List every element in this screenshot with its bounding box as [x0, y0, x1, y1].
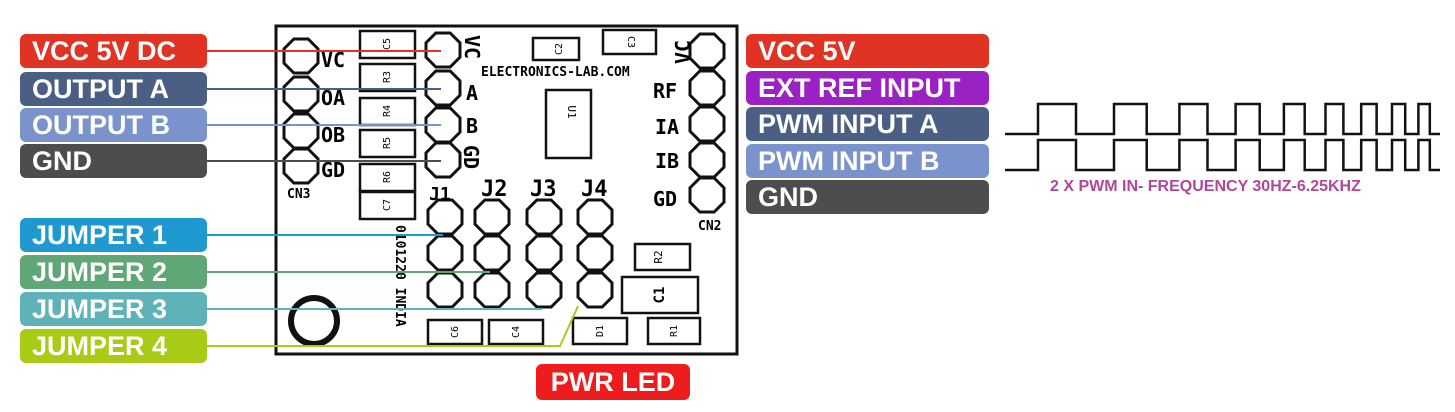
label-vcc-5v-dc: VCC 5V DC [20, 34, 207, 68]
label-gnd-left: GND [20, 144, 207, 178]
part-label: R4 [382, 105, 393, 117]
cn3-pin [282, 75, 320, 113]
pwm-caption: 2 X PWM IN- FREQUENCY 30HZ-6.25KHZ [1050, 178, 1361, 195]
cn2-pin-label: VC [671, 40, 695, 64]
jumper-pin [576, 271, 614, 309]
cn2-pin-label: IA [655, 115, 679, 139]
cn2-header [688, 32, 726, 214]
part-c6 [426, 318, 484, 346]
jumper-pin [473, 271, 511, 309]
jumper-pin [576, 198, 614, 236]
label-output-a: OUTPUT A [20, 72, 207, 106]
part-r1-label: R1 [669, 325, 680, 337]
part-c3-label: C3 [625, 36, 636, 48]
part-c4 [487, 318, 545, 346]
j1-pin-label: A [466, 81, 478, 105]
jumper-pin [473, 234, 511, 272]
part-r3 [358, 62, 417, 93]
cn2-pin [688, 105, 726, 143]
cn2-pin-label: GD [653, 187, 677, 211]
part-label: R5 [382, 137, 393, 149]
jumper-label: J4 [581, 177, 608, 202]
label-pwm-input-a: PWM INPUT A [746, 107, 989, 141]
jumper-headers [426, 198, 614, 309]
part-label: C7 [382, 199, 393, 211]
part-c2-label: C2 [554, 43, 565, 55]
jumper-pin [473, 198, 511, 236]
part-d1 [571, 316, 629, 346]
part-u1-label: U1 [565, 105, 578, 118]
jumper-pin [525, 234, 563, 272]
label-jumper-3: JUMPER 3 [20, 292, 207, 326]
part-d1-label: D1 [595, 325, 606, 337]
mounting-hole [288, 295, 340, 347]
cn2-pin [688, 32, 726, 70]
j1-power-pin [424, 69, 462, 107]
jumper-pin [426, 198, 464, 236]
part-r2 [633, 242, 692, 272]
leader-line [207, 305, 579, 347]
cn3-pin [282, 147, 320, 185]
cn2-pin [688, 141, 726, 179]
label-jumper-4: JUMPER 4 [20, 329, 207, 363]
cn3-pin-label: OB [321, 123, 345, 147]
jumper-label: J1 [429, 184, 451, 205]
cn3-header [282, 37, 320, 185]
j1-pin-label: GD [459, 145, 483, 169]
j1-power-pin [424, 141, 462, 179]
jumper-label: J2 [481, 177, 508, 202]
label-pwr-led: PWR LED [536, 364, 690, 400]
part-label: R3 [382, 71, 393, 83]
cn3-pin [282, 112, 320, 150]
cn2-pin-label: RF [653, 79, 677, 103]
jumper-pin [426, 271, 464, 309]
cn2-label: CN2 [698, 219, 721, 234]
j1-power-header [424, 31, 462, 179]
part-label: C5 [382, 38, 393, 50]
cn3-label: CN3 [287, 187, 310, 202]
pwm-waveform-b [1005, 138, 1440, 172]
jumper-pin [576, 234, 614, 272]
label-vcc-5v: VCC 5V [746, 34, 989, 68]
pwm-waveform-a [1005, 102, 1440, 136]
part-c1 [620, 275, 700, 315]
part-c7 [358, 190, 417, 221]
part-c6-label: C6 [450, 326, 461, 338]
part-c5 [358, 29, 417, 60]
website-silkscreen: ELECTRONICS-LAB.COM [481, 65, 630, 80]
label-output-b: OUTPUT B [20, 108, 207, 142]
part-r2-label: R2 [652, 250, 665, 263]
cn2-pin-label: IB [655, 149, 679, 173]
label-gnd-right: GND [746, 180, 989, 214]
jumper-pin [525, 271, 563, 309]
j1-pin-label: B [466, 114, 478, 138]
cn3-pin [282, 37, 320, 75]
part-c4-label: C4 [511, 326, 522, 338]
board-code: 0101220 INDIA [392, 225, 407, 327]
part-r1 [646, 316, 702, 346]
jumper-pin [525, 198, 563, 236]
jumper-pin [426, 234, 464, 272]
cn2-pin [688, 69, 726, 107]
label-ext-ref-input: EXT REF INPUT [746, 71, 989, 105]
j1-pin-label: VC [460, 35, 484, 59]
label-jumper-1: JUMPER 1 [20, 218, 207, 252]
cn2-pin [688, 176, 726, 214]
part-label: R6 [382, 171, 393, 183]
part-r5 [358, 128, 417, 159]
part-c3 [601, 28, 658, 56]
part-c1-label: C1 [652, 287, 668, 304]
jumper-label: J3 [530, 177, 557, 202]
part-c2 [531, 36, 581, 62]
part-u1 [544, 88, 593, 160]
j1-power-pin [424, 31, 462, 69]
label-pwm-input-b: PWM INPUT B [746, 144, 989, 178]
label-jumper-2: JUMPER 2 [20, 255, 207, 289]
